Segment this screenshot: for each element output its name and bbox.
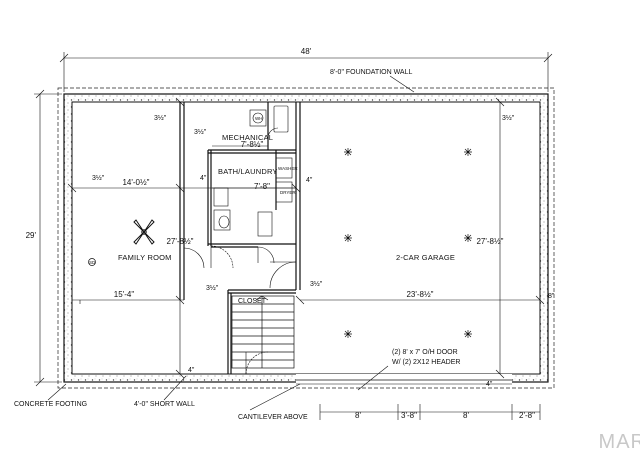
garage-depth-dim: 27'-8½" <box>476 237 503 246</box>
wall-dim-j: 4" <box>486 381 493 388</box>
wall-dim-c: 3½" <box>194 128 207 136</box>
stairs <box>231 295 295 369</box>
wall-dim-a: 3½" <box>154 114 167 122</box>
overall-depth-label: 29' <box>26 231 37 240</box>
room-label-mechanical: MECHANICAL <box>222 133 273 142</box>
washer-label: WASHER <box>278 166 298 171</box>
wh-label: WH <box>255 116 263 121</box>
wall-dim-d: 3½" <box>206 284 219 292</box>
footing-outline <box>57 87 555 389</box>
garage-door-opening <box>296 374 512 383</box>
room-label-family: FAMILY ROOM <box>118 253 172 262</box>
family-room-width-dim: 14'-0½" <box>122 178 149 187</box>
concrete-footing-callout: CONCRETE FOOTING <box>14 401 87 408</box>
dimension-lines <box>34 52 553 420</box>
overall-width-label: 48' <box>301 47 312 56</box>
washer-box <box>275 157 293 179</box>
bottom-dim-3: 8' <box>463 411 469 420</box>
door-callout-line1: (2) 8' x 7' O/H DOOR <box>392 349 458 356</box>
smoke-detector-label: SD <box>89 260 96 265</box>
foundation-wall <box>63 93 549 383</box>
family-room-width-lower-dim: 15'-4" <box>114 290 135 299</box>
bottom-dim-1: 8' <box>355 411 361 420</box>
dryer-label: DRYER <box>280 190 296 195</box>
door-callout-line2: W/ (2) 2X12 HEADER <box>392 359 460 366</box>
short-wall-callout: 4'-0" SHORT WALL <box>134 401 195 408</box>
room-label-garage: 2-CAR GARAGE <box>396 253 455 262</box>
wall-dim-h: 4" <box>306 177 313 184</box>
bottom-dim-2: 3'-8" <box>401 411 417 420</box>
door-swings <box>183 127 297 375</box>
mech-width-dim: 7'-8½" <box>241 140 264 149</box>
wall-dim-b: 3½" <box>92 174 105 182</box>
leader-lines <box>47 75 415 411</box>
wall-dim-i: 4" <box>188 367 195 374</box>
wall-dim-k: 8" <box>548 293 555 300</box>
bath-width-dim: 7'-8" <box>254 182 270 191</box>
family-room-depth-dim: 27'-8½" <box>166 237 193 246</box>
wall-dim-f: 3½" <box>502 114 515 122</box>
wall-dim-e: 3½" <box>310 280 323 288</box>
watermark-logo: MAR <box>598 431 640 453</box>
garage-width-dim: 23'-8½" <box>406 290 433 299</box>
wall-dim-g: 4" <box>200 175 207 182</box>
fixtures <box>213 105 293 237</box>
dryer-box <box>275 181 293 203</box>
room-label-bath: BATH/LAUNDRY <box>218 167 278 176</box>
ceiling-fan-icon <box>133 219 155 245</box>
bottom-dim-4: 2'-8" <box>519 411 535 420</box>
foundation-wall-callout: 8'-0" FOUNDATION WALL <box>330 69 412 76</box>
cantilever-callout: CANTILEVER ABOVE <box>238 414 308 421</box>
room-label-closet: CLOSET <box>238 298 267 305</box>
ceiling-lights <box>88 148 472 338</box>
